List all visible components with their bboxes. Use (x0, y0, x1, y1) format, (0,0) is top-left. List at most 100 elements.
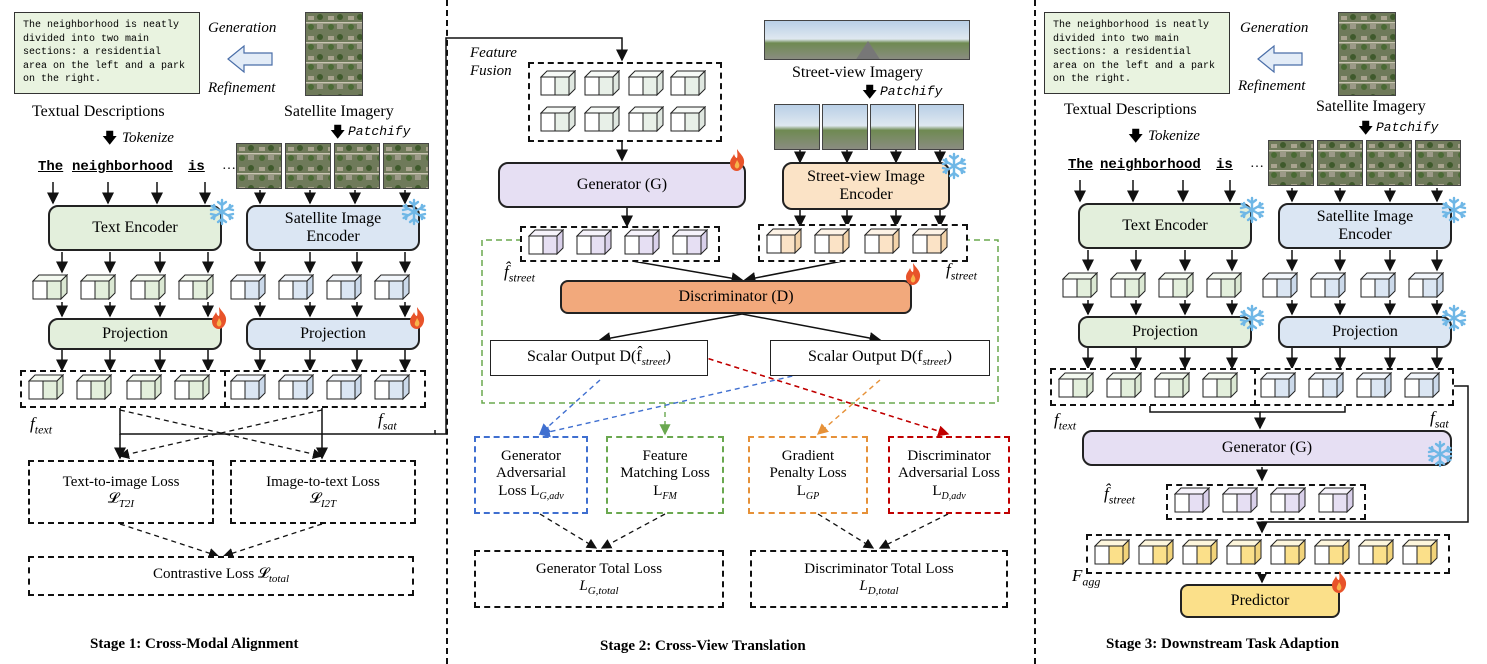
disc-adv-label: Discriminator Adversarial Loss L (897, 448, 1001, 499)
f-sat-sub: sat (382, 418, 397, 433)
generator-label: Generator (G) (576, 175, 668, 193)
street-patch-2 (822, 104, 868, 150)
disc-total-label: Discriminator Total Loss (804, 560, 954, 577)
f-hat-street-sub: street (508, 270, 535, 285)
f-street-sub: street (950, 268, 977, 283)
satellite-patch-3-2 (1317, 140, 1363, 186)
f-hat-street-sub-3: street (1108, 492, 1135, 507)
satellite-patch-1 (236, 143, 282, 189)
refinement-label: Refinement (208, 80, 276, 96)
disc-adv-sub: D,adv (941, 490, 966, 502)
f-text-sub-3: text (1058, 418, 1077, 433)
f-agg-sub: agg (1082, 574, 1101, 589)
sat-feature-cubes (230, 374, 410, 400)
gp-label: Gradient Penalty Loss L (769, 448, 847, 499)
sat-embedding-cubes (230, 274, 410, 300)
street-view-encoder-box: Street-view Image Encoder (782, 162, 950, 210)
f-sat-label-3: fsat (1430, 408, 1449, 431)
street-patch-3 (870, 104, 916, 150)
f-hat-street-label-3: f̂street (1104, 484, 1135, 507)
text-projection-label-3: Projection (1132, 322, 1198, 340)
text-embedding-cubes (32, 274, 214, 300)
textual-descriptions-label-3: Textual Descriptions (1064, 101, 1197, 118)
text-projection: Projection (48, 318, 222, 350)
i2t-loss-label: Image-to-text Loss 𝓛 (266, 473, 380, 507)
satellite-patch-4 (383, 143, 429, 189)
f-sat-label: fsat (378, 410, 397, 433)
gen-total-sub: G,total (587, 584, 619, 597)
contrastive-loss-label: Contrastive Loss 𝓛 (152, 566, 269, 583)
contrastive-sub: total (268, 573, 290, 586)
arrow-down-icon: 🡇 (1358, 121, 1374, 137)
real-street-cubes (766, 228, 948, 254)
aggregated-feature-cubes (1094, 539, 1438, 565)
gen-adv-label: Generator Adversarial Loss L (496, 448, 566, 499)
snowflake-icon (208, 198, 236, 226)
arrow-down-icon: 🡇 (330, 125, 346, 141)
scalar-fake-sub: street (641, 355, 666, 368)
sat-projection-label: Projection (300, 324, 366, 342)
scalar-output-real: Scalar Output D(fstreet) (770, 340, 990, 376)
token-the: The (38, 159, 64, 175)
text-encoder-label-3: Text Encoder (1122, 216, 1208, 234)
snowflake-icon (940, 152, 968, 180)
f-sat-sub-3: sat (1434, 416, 1449, 431)
tokenize-label: Tokenize (122, 130, 174, 146)
caption-text-box-3: The neighborhood is neatly divided into … (1044, 12, 1230, 94)
token-is-3: is (1216, 157, 1233, 173)
generation-label: Generation (208, 20, 277, 36)
sat-feature-cubes-3 (1260, 372, 1440, 398)
street-view-imagery-label: Street-view Imagery (792, 64, 924, 81)
predictor-box: Predictor (1180, 584, 1340, 618)
arrow-down-icon: 🡇 (1128, 129, 1144, 145)
satellite-image-top-3 (1338, 12, 1396, 96)
stage1-title: Stage 1: Cross-Modal Alignment (90, 636, 299, 652)
f-text-label-3: ftext (1054, 410, 1077, 433)
snowflake-icon (1238, 304, 1266, 332)
satellite-patch-3-3 (1366, 140, 1412, 186)
discriminator-box: Discriminator (D) (560, 280, 912, 314)
disc-total-sub: D,total (867, 584, 899, 597)
fire-icon (728, 148, 746, 172)
gen-adv-sub: G,adv (539, 490, 564, 502)
fire-icon (904, 262, 922, 286)
generator-box-3: Generator (G) (1082, 430, 1452, 466)
fire-icon (1330, 570, 1348, 594)
satellite-patch-3 (334, 143, 380, 189)
satellite-imagery-label-3: Satellite Imagery (1316, 98, 1426, 115)
textual-descriptions-label: Textual Descriptions (32, 103, 165, 120)
satellite-imagery-label: Satellite Imagery (284, 103, 394, 120)
stage-divider-right (1034, 0, 1036, 664)
sat-projection-3: Projection (1278, 316, 1452, 348)
scalar-real-label: Scalar Output D(f (808, 347, 923, 365)
generation-label-3: Generation (1240, 20, 1309, 36)
refinement-label-3: Refinement (1238, 78, 1306, 94)
f-agg-label: Fagg (1072, 566, 1101, 589)
ellipsis: … (222, 158, 236, 173)
sat-projection: Projection (246, 318, 420, 350)
satellite-patch-2 (285, 143, 331, 189)
text-projection-3: Projection (1078, 316, 1252, 348)
t2i-sub: T2I (118, 497, 135, 510)
satellite-patch-3-1 (1268, 140, 1314, 186)
satellite-image-top (305, 12, 363, 96)
i2t-sub: I2T (320, 497, 337, 510)
gradient-penalty-loss: Gradient Penalty Loss LGP (748, 436, 868, 514)
snowflake-icon (1440, 304, 1468, 332)
text-projection-label: Projection (102, 324, 168, 342)
token-the-3: The (1068, 157, 1094, 173)
fire-icon (408, 306, 426, 330)
text-feature-cubes-3 (1058, 372, 1238, 398)
gen-total-label: Generator Total Loss (535, 560, 663, 577)
satellite-image-encoder-3: Satellite Image Encoder (1278, 203, 1452, 249)
patchify-label: Patchify (348, 124, 411, 139)
f-text-sub: text (34, 422, 53, 437)
gp-sub: GP (805, 490, 820, 502)
scalar-output-fake: Scalar Output D(f̂street) (490, 340, 708, 376)
generator-label-3: Generator (G) (1221, 438, 1313, 456)
caption-text-box: The neighborhood is neatly divided into … (14, 12, 200, 94)
snowflake-icon (1238, 196, 1266, 224)
street-patch-1 (774, 104, 820, 150)
